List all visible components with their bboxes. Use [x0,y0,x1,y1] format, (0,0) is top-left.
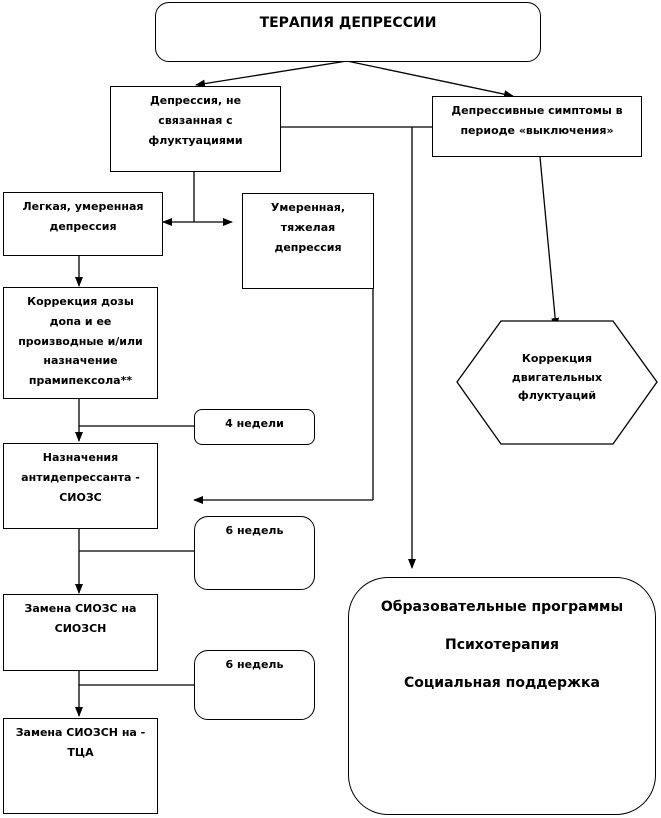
arrow-title-to-not-fluct [195,60,348,88]
node-ssri-label: Назначения антидепрессанта - СИОЗС [21,451,140,504]
arrow-title-to-off-symptoms [346,60,514,99]
node-off-symptoms: Депрессивные симптомы в периоде «выключе… [432,96,642,157]
title-box: ТЕРАПИЯ ДЕПРЕССИИ [155,2,541,62]
nonpharm-item-social-support: Социальная поддержка [404,675,600,691]
node-4-weeks-label: 4 недели [225,417,284,430]
node-not-fluct-label: Депрессия, не связанная с флуктуациями [148,94,243,147]
node-6-weeks-b: 6 недель [194,650,315,720]
nonpharm-item-psychotherapy: Психотерапия [444,637,560,653]
title-text: ТЕРАПИЯ ДЕПРЕССИИ [259,15,437,31]
nonpharm-box: Образовательные программы Психотерапия С… [348,577,656,815]
node-ssri: Назначения антидепрессанта - СИОЗС [3,443,158,529]
node-6-weeks-a-label: 6 недель [225,524,284,537]
node-dopa-correction: Коррекция дозы допа и ее производные и/и… [3,287,158,399]
node-snri-to-tca: Замена СИОЗСН на - ТЦА [3,718,158,814]
node-6-weeks-b-label: 6 недель [225,658,284,671]
node-motor-correction: Коррекция двигательных флуктуаций [456,320,658,445]
node-6-weeks-a: 6 недель [194,516,315,590]
node-off-symptoms-label: Депрессивные симптомы в периоде «выключе… [451,104,623,137]
node-dopa-correction-label: Коррекция дозы допа и ее производные и/и… [18,295,143,388]
node-mild: Легкая, умеренная депрессия [3,192,163,256]
node-not-fluct: Депрессия, не связанная с флуктуациями [110,86,281,172]
nonpharm-item-education: Образовательные программы [380,599,624,615]
node-snri-to-tca-label: Замена СИОЗСН на - ТЦА [15,726,146,759]
node-severe: Умеренная, тяжелая депрессия [242,193,374,289]
node-ssri-to-snri-label: Замена СИОЗС на СИОЗСН [24,602,137,635]
node-ssri-to-snri: Замена СИОЗС на СИОЗСН [3,594,158,671]
node-mild-label: Легкая, умеренная депрессия [22,200,144,233]
arrow-off-to-motor [539,156,560,328]
hexagon-shape [456,320,658,445]
node-severe-label: Умеренная, тяжелая депрессия [270,201,346,254]
node-motor-correction-label: Коррекция двигательных флуктуаций [511,352,603,403]
node-4-weeks: 4 недели [194,409,315,445]
